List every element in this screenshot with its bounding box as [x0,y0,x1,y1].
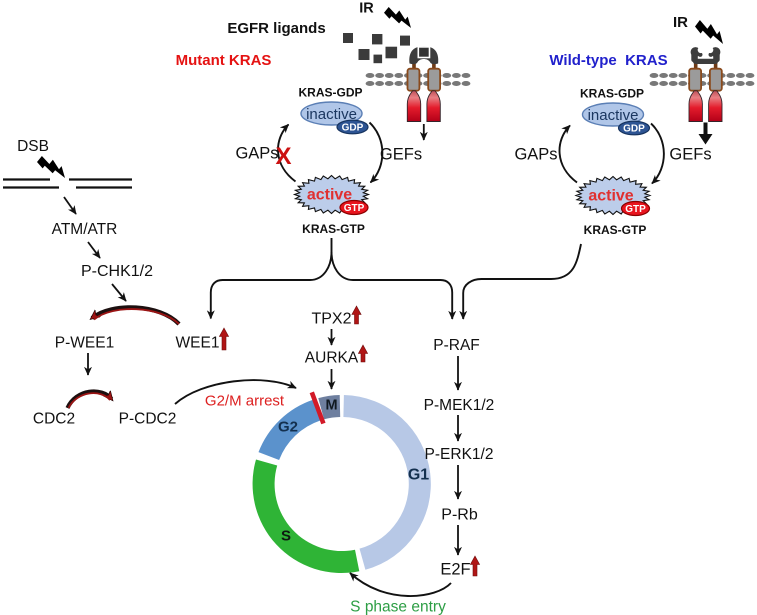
svg-text:inactive: inactive [588,107,639,124]
svg-text:P-MEK1/2: P-MEK1/2 [424,397,495,414]
svg-text:S phase entry: S phase entry [350,599,446,615]
svg-text:S: S [281,528,291,545]
svg-text:M: M [325,398,337,414]
svg-text:KRAS-GDP: KRAS-GDP [298,86,362,100]
svg-text:active: active [588,188,633,205]
svg-text:Mutant KRAS: Mutant KRAS [176,52,272,69]
svg-text:P-ERK1/2: P-ERK1/2 [425,446,494,463]
svg-text:IR: IR [673,14,688,31]
svg-text:E2F: E2F [440,561,470,579]
svg-text:inactive: inactive [306,106,357,123]
svg-text:DSB: DSB [17,138,49,155]
svg-text:GDP: GDP [623,124,645,135]
svg-text:GEFs: GEFs [380,146,422,164]
svg-text:CDC2: CDC2 [33,411,75,428]
svg-text:GTP: GTP [344,203,365,214]
svg-text:G2/M arrest: G2/M arrest [205,393,285,410]
svg-text:G2: G2 [278,419,298,436]
svg-text:GTP: GTP [625,204,646,215]
svg-text:P-RAF: P-RAF [433,337,480,354]
svg-text:TPX2: TPX2 [311,311,351,328]
svg-text:ATM/ATR: ATM/ATR [52,221,118,238]
svg-text:WEE1: WEE1 [176,335,220,352]
svg-text:P-WEE1: P-WEE1 [55,335,114,352]
svg-text:GAPs: GAPs [235,145,278,163]
svg-text:KRAS-GTP: KRAS-GTP [584,223,647,237]
svg-text:P-Rb: P-Rb [441,507,478,524]
svg-text:EGFR ligands: EGFR ligands [227,20,325,37]
svg-text:IR: IR [359,1,374,17]
svg-text:KRAS-GTP: KRAS-GTP [302,222,365,236]
svg-text:KRAS-GDP: KRAS-GDP [580,87,644,101]
svg-text:X: X [276,143,292,170]
svg-text:active: active [307,187,352,204]
svg-text:GAPs: GAPs [514,146,557,164]
svg-text:GEFs: GEFs [669,146,711,164]
svg-text:P-CDC2: P-CDC2 [119,411,177,428]
svg-text:P-CHK1/2: P-CHK1/2 [81,263,153,280]
svg-text:GDP: GDP [342,123,364,134]
svg-text:AURKA: AURKA [305,350,359,367]
svg-text:G1: G1 [408,467,429,484]
svg-text:Wild-type KRAS: Wild-type KRAS [549,52,667,69]
